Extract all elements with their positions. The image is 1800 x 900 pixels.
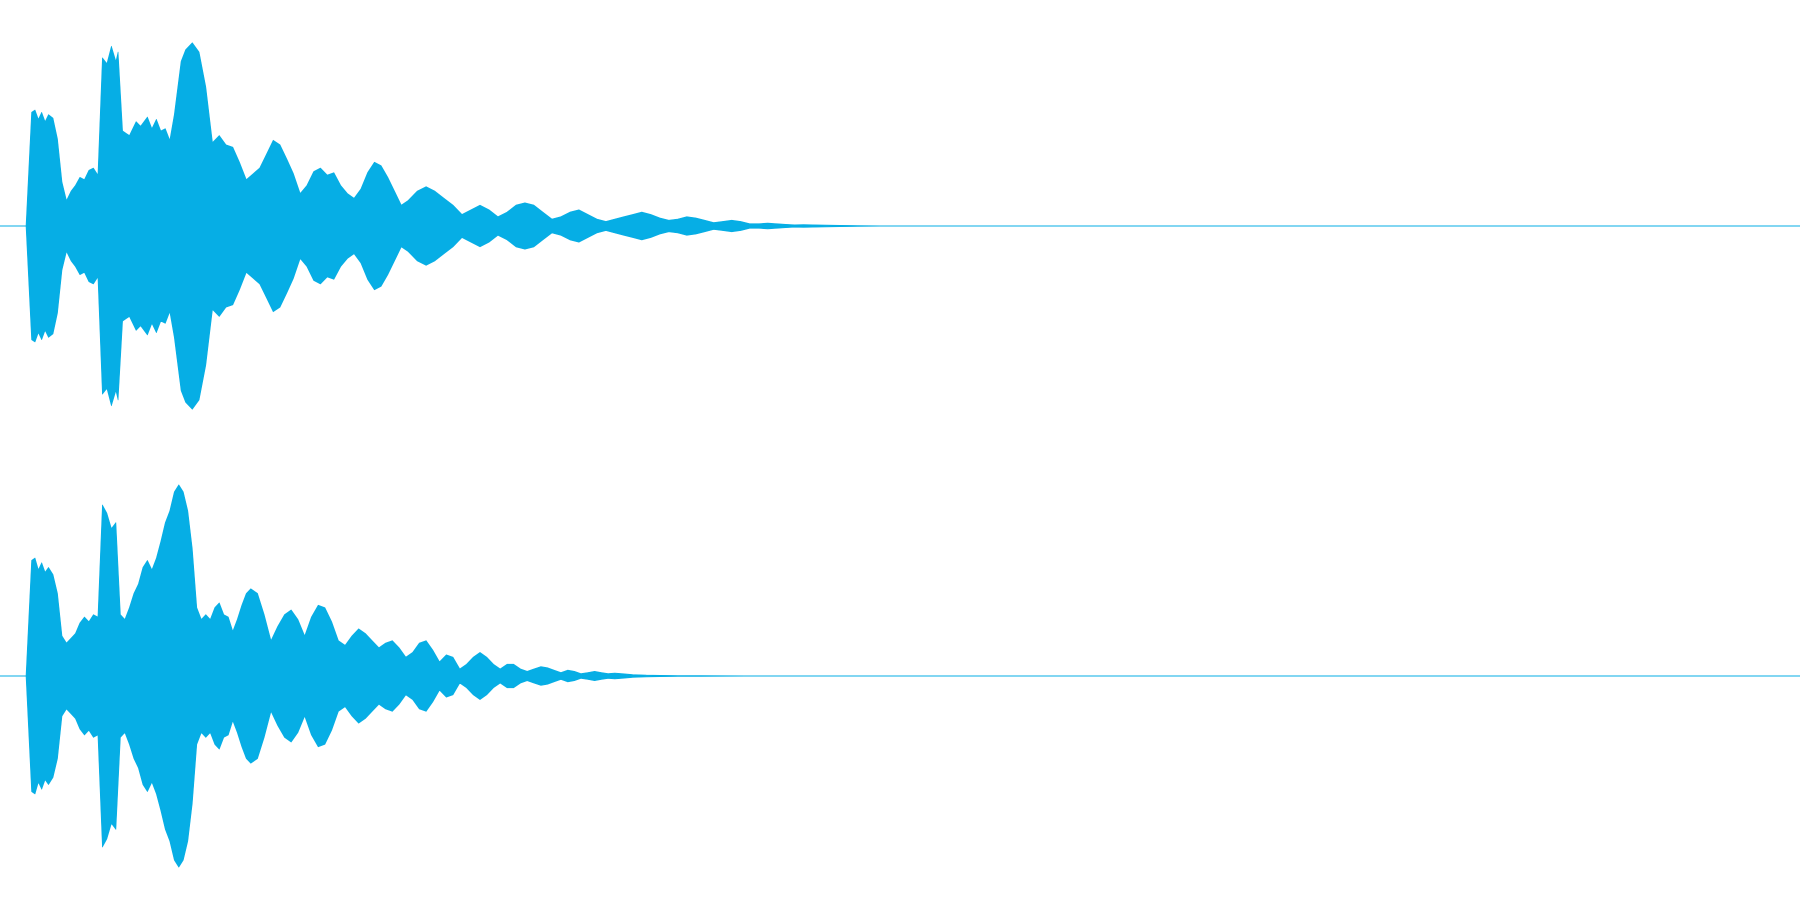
waveform-envelope xyxy=(25,484,893,868)
channel-2 xyxy=(0,484,1800,868)
channel-1 xyxy=(0,42,1800,410)
waveform-envelope xyxy=(25,42,893,410)
